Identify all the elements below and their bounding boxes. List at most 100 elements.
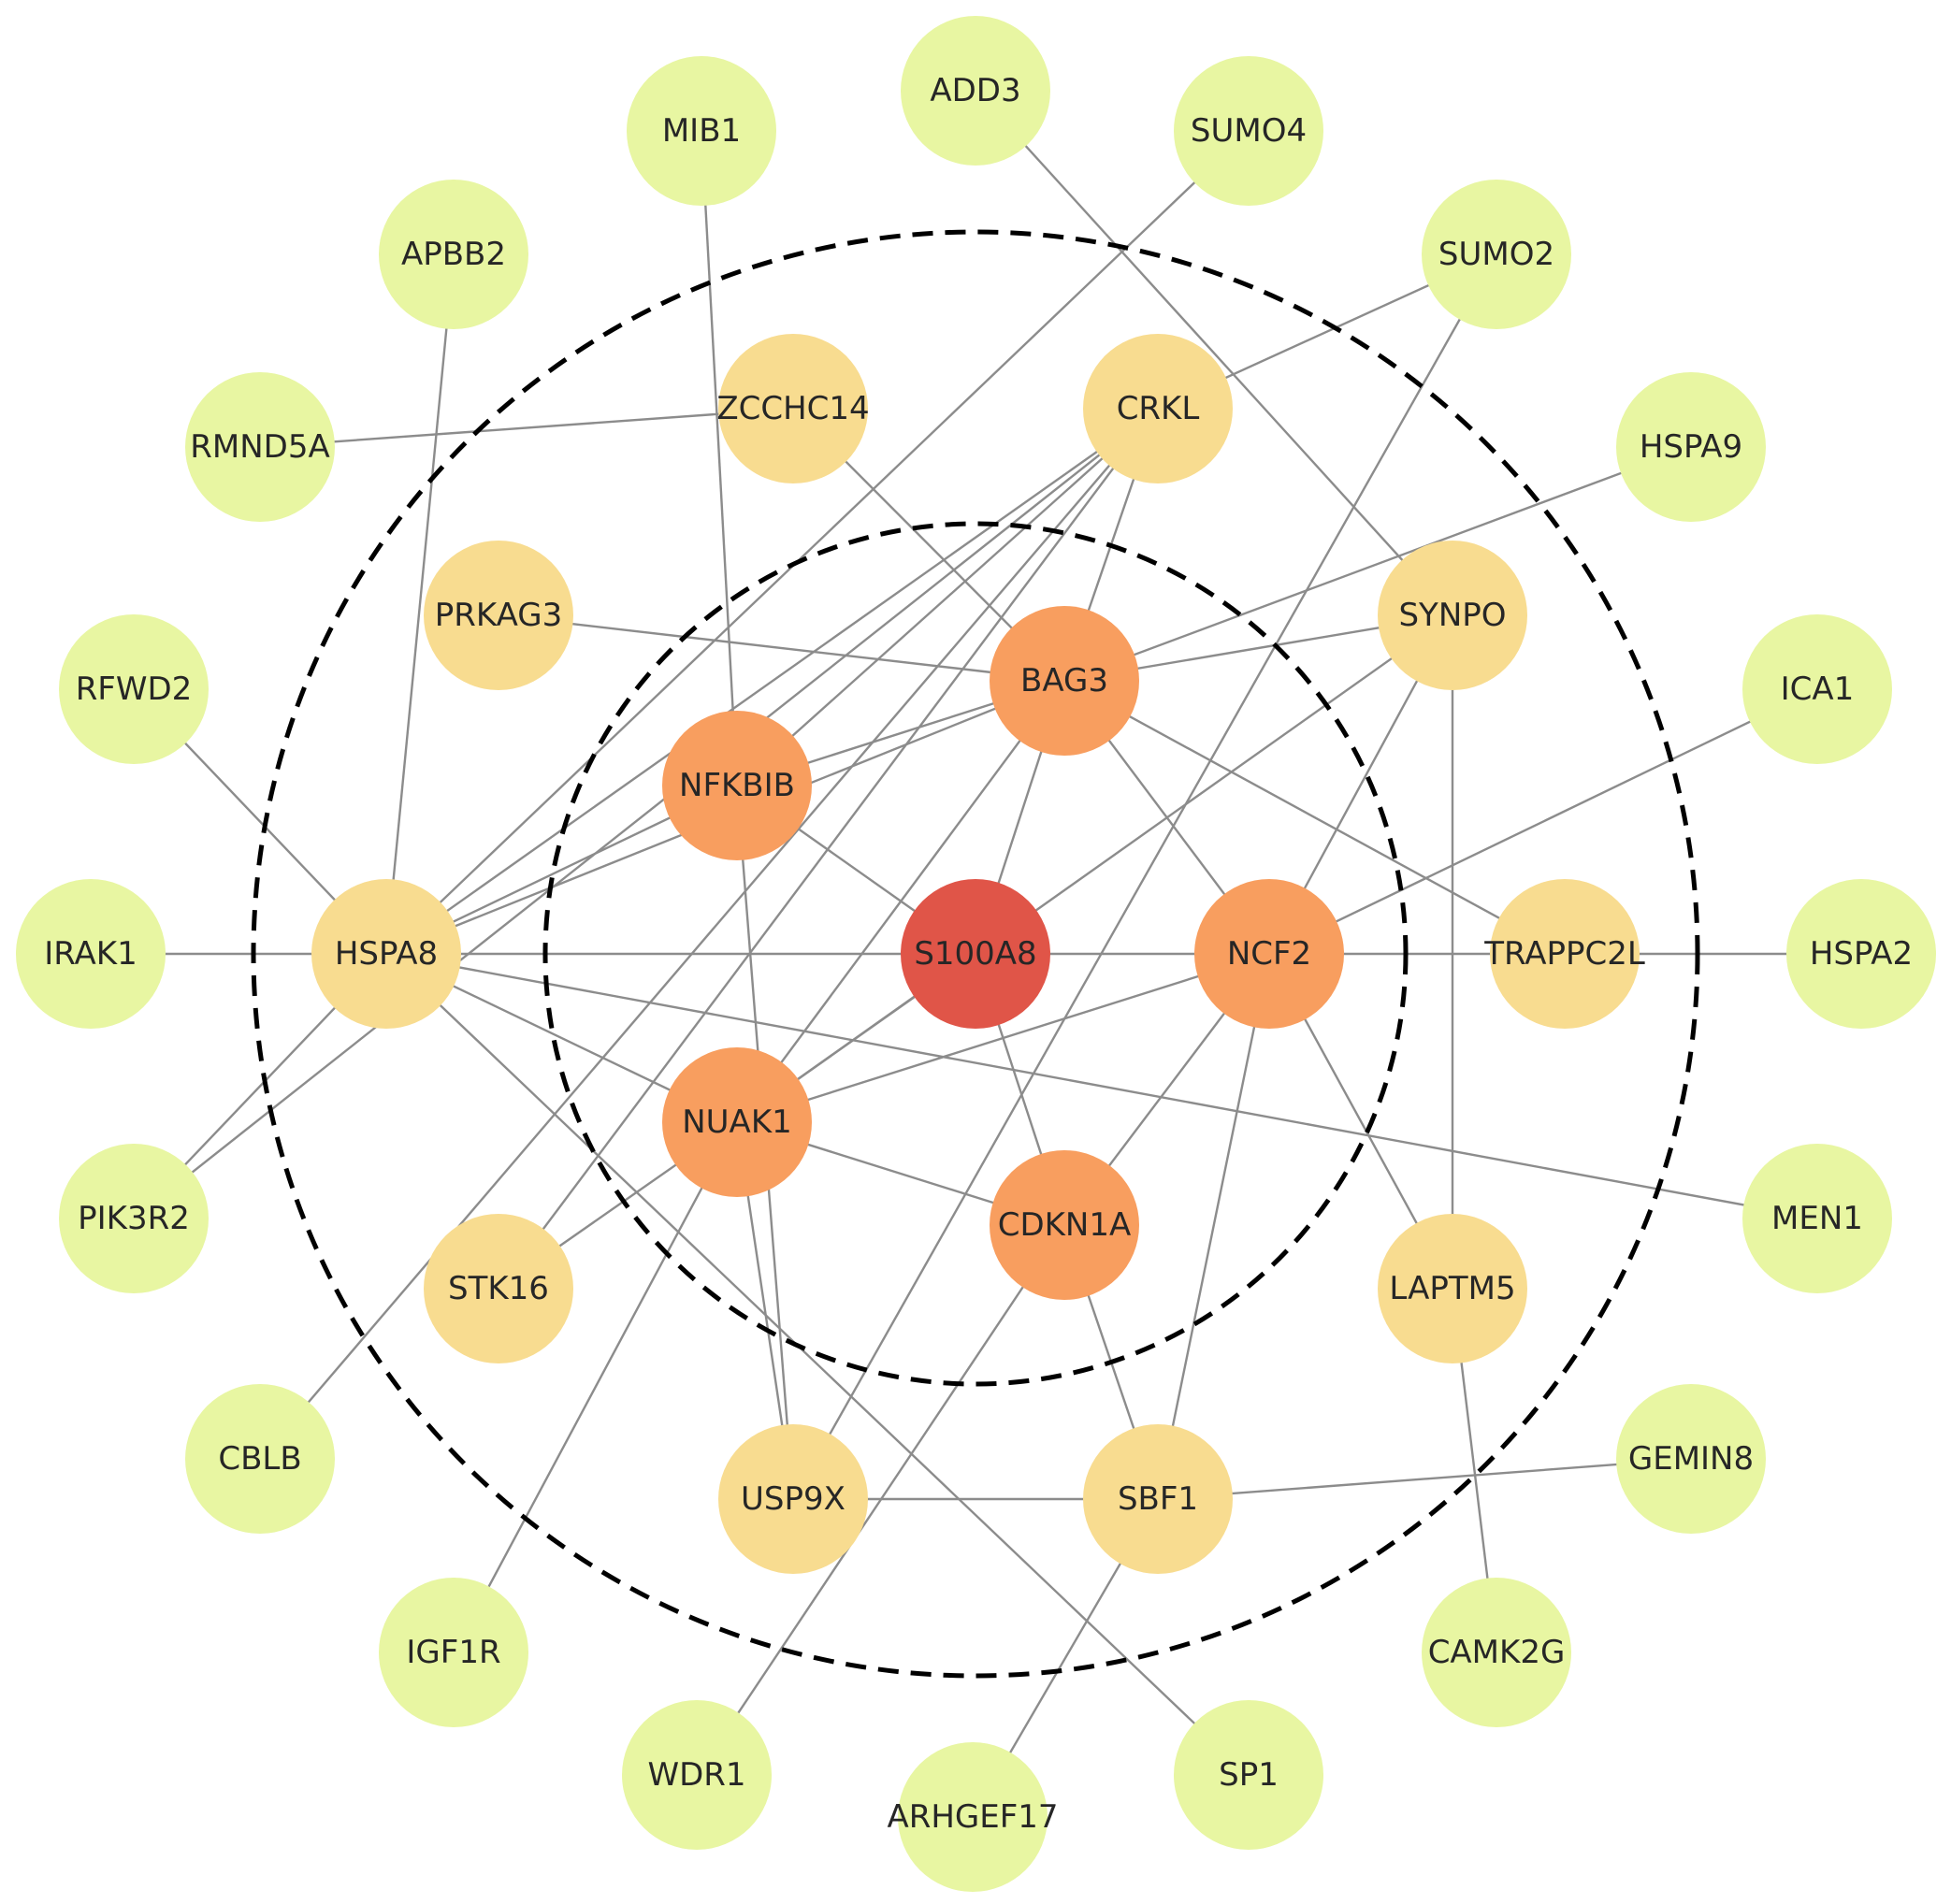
- node-add3[interactable]: ADD3: [901, 16, 1050, 166]
- node-circle: [59, 614, 209, 764]
- edge-pik3r2-crkl: [133, 408, 1159, 1219]
- node-circle: [16, 879, 166, 1029]
- node-label: LAPTM5: [1389, 1270, 1515, 1307]
- node-stk16[interactable]: STK16: [424, 1214, 573, 1363]
- node-nuak1[interactable]: NUAK1: [662, 1047, 812, 1197]
- edge-hspa8-men1: [385, 952, 1818, 1220]
- node-circle: [379, 180, 528, 329]
- node-mib1[interactable]: MIB1: [627, 56, 776, 206]
- node-igf1r[interactable]: IGF1R: [379, 1578, 528, 1727]
- node-circle: [185, 1384, 335, 1534]
- edge-bag3-trappc2l: [1063, 679, 1566, 956]
- rings-layer: [251, 229, 1700, 1679]
- node-wdr1[interactable]: WDR1: [622, 1700, 772, 1850]
- node-hspa2[interactable]: HSPA2: [1786, 879, 1936, 1029]
- node-circle: [990, 1150, 1139, 1300]
- node-label: SUMO2: [1438, 236, 1554, 273]
- node-circle: [1174, 1700, 1323, 1850]
- node-label: NFKBIB: [679, 767, 795, 804]
- node-circle: [1742, 614, 1892, 764]
- node-circle: [424, 1214, 573, 1363]
- node-cdkn1a[interactable]: CDKN1A: [990, 1150, 1139, 1300]
- node-label: USP9X: [741, 1480, 845, 1518]
- node-rmnd5a[interactable]: RMND5A: [185, 372, 335, 522]
- edge-hspa8-crkl: [385, 408, 1159, 955]
- node-cblb[interactable]: CBLB: [185, 1384, 335, 1534]
- edge-nfkbib-crkl: [736, 408, 1159, 786]
- node-circle: [379, 1578, 528, 1727]
- node-label: BAG3: [1020, 662, 1108, 700]
- node-usp9x[interactable]: USP9X: [718, 1424, 868, 1574]
- node-bag3[interactable]: BAG3: [990, 606, 1139, 756]
- node-circle: [990, 606, 1139, 756]
- node-sp1[interactable]: SP1: [1174, 1700, 1323, 1850]
- edge-cblb-crkl: [259, 408, 1159, 1460]
- edge-nuak1-igf1r: [452, 1121, 739, 1653]
- node-circle: [718, 1424, 868, 1574]
- node-pik3r2[interactable]: PIK3R2: [59, 1144, 209, 1293]
- node-label: ADD3: [930, 72, 1020, 109]
- node-trappc2l[interactable]: TRAPPC2L: [1483, 879, 1645, 1029]
- node-circle: [424, 541, 573, 690]
- node-circle: [662, 711, 812, 860]
- node-circle: [1422, 1578, 1571, 1727]
- edge-ncf2-sbf1: [1156, 953, 1271, 1500]
- node-circle: [718, 334, 868, 483]
- node-circle: [1616, 1384, 1766, 1534]
- edge-ica1-ncf2: [1268, 687, 1818, 956]
- node-label: NUAK1: [682, 1103, 792, 1141]
- node-label: S100A8: [914, 935, 1036, 973]
- edge-hspa8-sp1: [385, 953, 1250, 1776]
- node-hspa8[interactable]: HSPA8: [311, 879, 461, 1029]
- node-label: IRAK1: [44, 935, 137, 973]
- node-apbb2[interactable]: APBB2: [379, 180, 528, 329]
- node-label: CDKN1A: [998, 1206, 1132, 1244]
- node-ncf2[interactable]: NCF2: [1194, 879, 1344, 1029]
- node-label: RFWD2: [76, 671, 193, 708]
- node-label: NCF2: [1227, 935, 1311, 973]
- node-ica1[interactable]: ICA1: [1742, 614, 1892, 764]
- node-sumo4[interactable]: SUMO4: [1174, 56, 1323, 206]
- node-circle: [1378, 1214, 1527, 1363]
- node-hspa9[interactable]: HSPA9: [1616, 372, 1766, 522]
- node-laptm5[interactable]: LAPTM5: [1378, 1214, 1527, 1363]
- node-camk2g[interactable]: CAMK2G: [1422, 1578, 1571, 1727]
- node-label: GEMIN8: [1628, 1440, 1754, 1478]
- node-zcchc14[interactable]: ZCCHC14: [716, 334, 870, 483]
- node-synpo[interactable]: SYNPO: [1378, 541, 1527, 690]
- edge-sumo2-usp9x: [791, 253, 1498, 1500]
- node-circle: [1083, 334, 1233, 483]
- node-s100a8[interactable]: S100A8: [901, 879, 1050, 1029]
- node-circle: [185, 372, 335, 522]
- node-label: SP1: [1219, 1756, 1279, 1794]
- node-men1[interactable]: MEN1: [1742, 1144, 1892, 1293]
- node-irak1[interactable]: IRAK1: [16, 879, 166, 1029]
- node-circle: [1378, 541, 1527, 690]
- node-circle: [1174, 56, 1323, 206]
- node-label: PRKAG3: [435, 597, 562, 634]
- node-label: ARHGEF17: [887, 1798, 1058, 1836]
- node-nfkbib[interactable]: NFKBIB: [662, 711, 812, 860]
- node-label: HSPA9: [1640, 428, 1742, 466]
- node-label: CRKL: [1117, 390, 1200, 427]
- node-gemin8[interactable]: GEMIN8: [1616, 1384, 1766, 1534]
- node-sumo2[interactable]: SUMO2: [1422, 180, 1571, 329]
- node-sbf1[interactable]: SBF1: [1083, 1424, 1233, 1574]
- edge-prkag3-bag3: [498, 613, 1065, 683]
- edge-bag3-hspa9: [1063, 445, 1692, 683]
- node-prkag3[interactable]: PRKAG3: [424, 541, 573, 690]
- node-label: SUMO4: [1191, 112, 1307, 150]
- node-arhgef17[interactable]: ARHGEF17: [887, 1742, 1059, 1892]
- node-circle: [901, 879, 1050, 1029]
- node-crkl[interactable]: CRKL: [1083, 334, 1233, 483]
- node-label: APBB2: [401, 236, 506, 273]
- node-circle: [1194, 879, 1344, 1029]
- node-label: MEN1: [1771, 1200, 1863, 1237]
- node-label: CBLB: [218, 1440, 301, 1478]
- node-label: WDR1: [647, 1756, 745, 1794]
- node-rfwd2[interactable]: RFWD2: [59, 614, 209, 764]
- node-label: MIB1: [662, 112, 741, 150]
- node-circle: [59, 1144, 209, 1293]
- node-label: PIK3R2: [78, 1200, 190, 1237]
